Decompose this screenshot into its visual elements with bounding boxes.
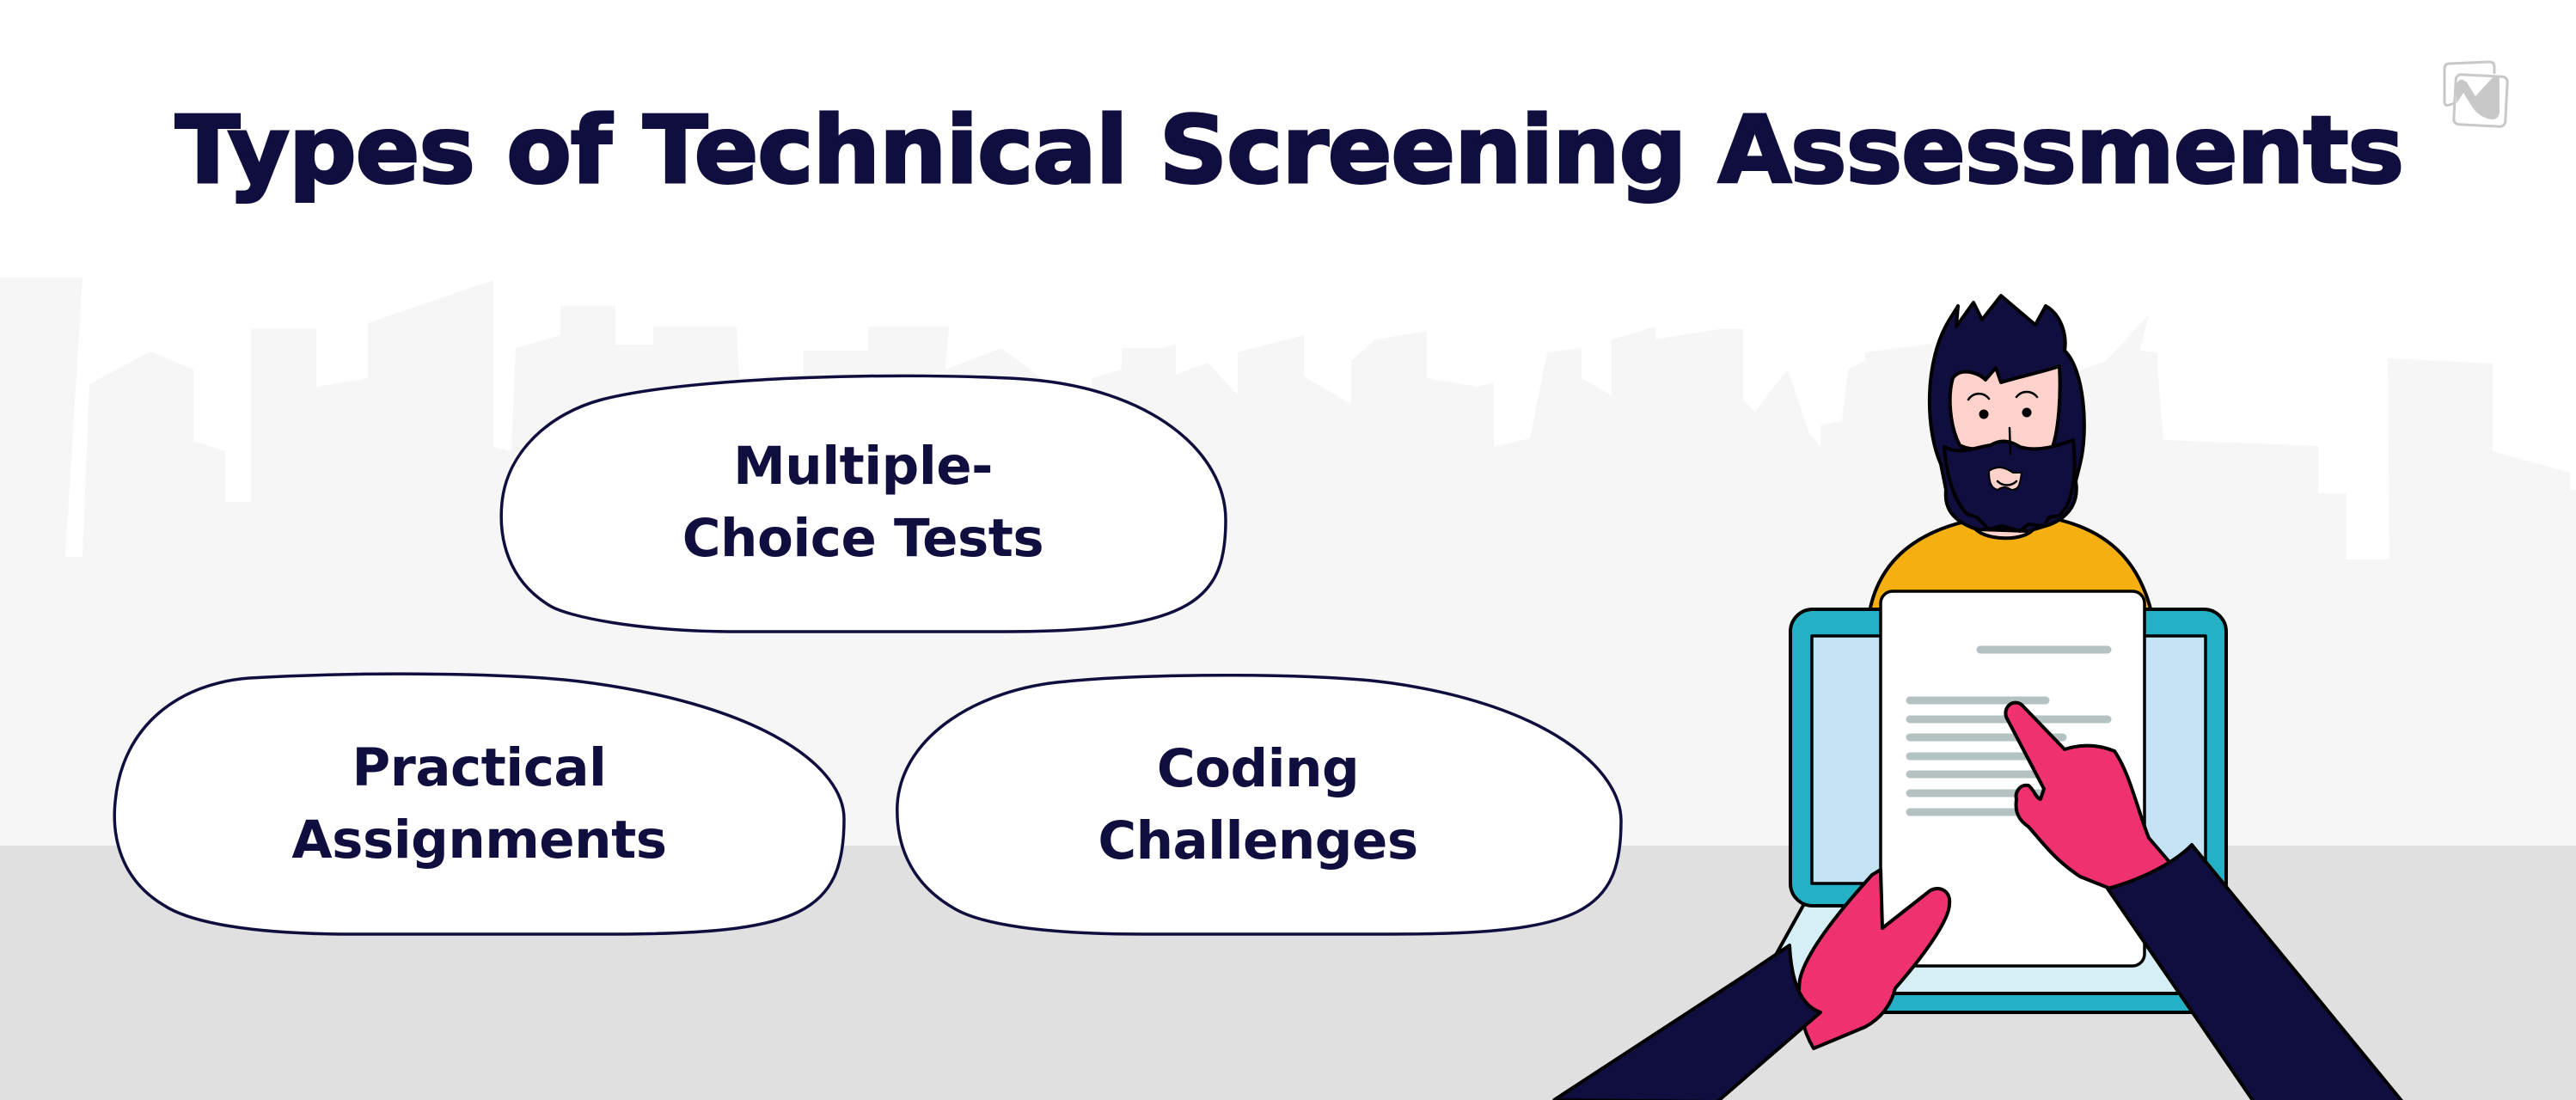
bubble-label-line: Practical: [352, 736, 607, 798]
bubble-practical-assignments: Practical Assignments: [112, 672, 847, 936]
brand-logo-icon: [2438, 57, 2515, 134]
man-face: [1948, 364, 2062, 453]
man-eye-left: [1979, 409, 1989, 419]
bubble-label-line: Multiple-: [733, 436, 993, 497]
right-hand-pointing: [2004, 700, 2176, 895]
bubble-shape: [896, 674, 1623, 936]
bubble-coding-challenges: Coding Challenges: [894, 674, 1623, 936]
man-face-features: [1967, 390, 2039, 486]
bubble-label-line: Coding: [1156, 737, 1360, 799]
left-sleeve: [1552, 944, 1822, 1100]
bubble-label: Multiple- Choice Tests: [499, 431, 1227, 575]
right-sleeve: [2106, 843, 2403, 1100]
bubble-label: Coding Challenges: [894, 733, 1622, 877]
bubble-label-line: Challenges: [1098, 810, 1418, 871]
bubble-shape: [499, 374, 1227, 633]
man-eye-right: [2022, 407, 2032, 418]
left-hand-holding: [1796, 868, 1952, 1050]
bubble-label-line: Assignments: [291, 809, 667, 871]
page-title: Types of Technical Screening Assessments: [174, 96, 2405, 206]
bubble-label-line: Choice Tests: [682, 508, 1044, 569]
bubble-multiple-choice-tests: Multiple- Choice Tests: [499, 374, 1227, 633]
bubble-shape: [113, 672, 846, 936]
bubble-label: Practical Assignments: [112, 732, 847, 877]
